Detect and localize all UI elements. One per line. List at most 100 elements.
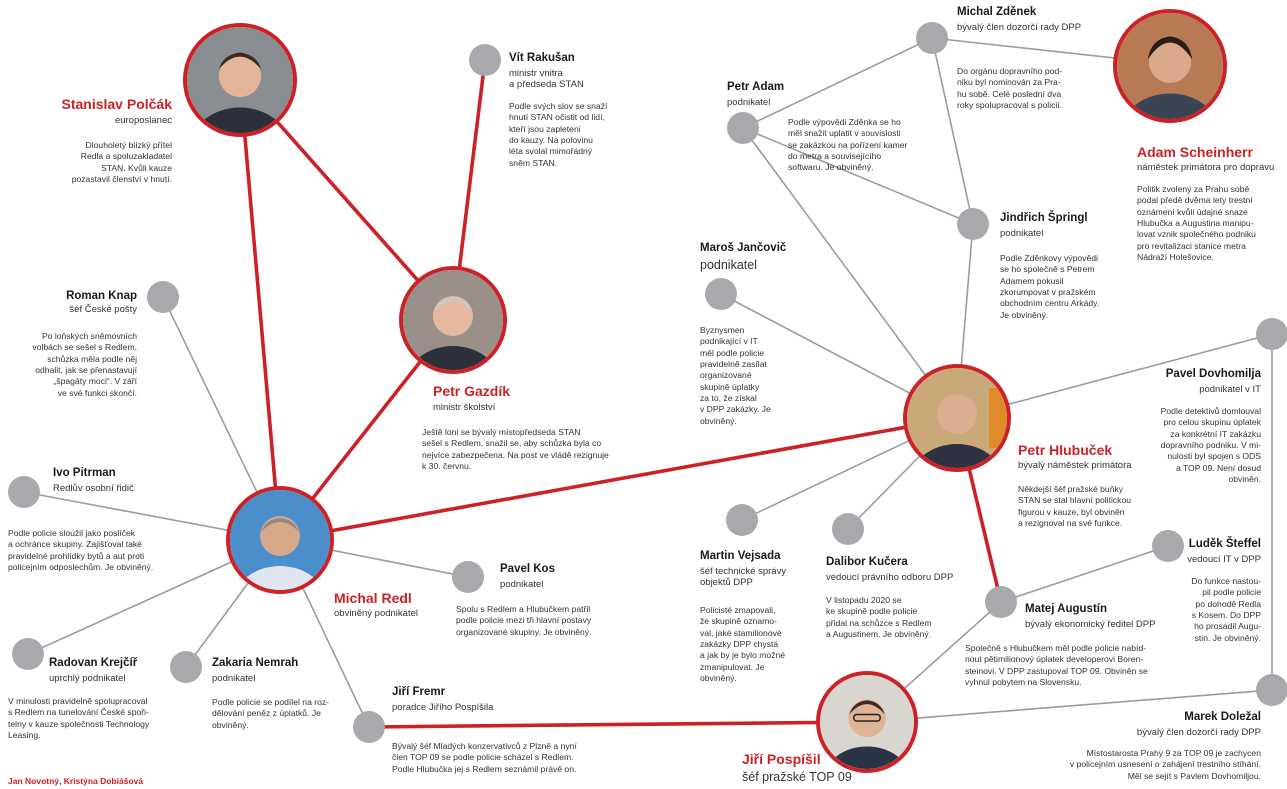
role-steffel: vedoucí IT v DPP [1187, 554, 1261, 565]
desc-scheinherr: Politik zvolený za Prahu sobě podal před… [1137, 184, 1256, 263]
name-jancovic: Maroš Jančovič [700, 242, 787, 254]
role-redl: obviněný podnikatel [334, 608, 418, 619]
name-zdenek: Michal Zděnek [957, 6, 1037, 18]
desc-pitrman: Podle policie sloužil jako poslíček a oc… [8, 528, 154, 573]
name-kos: Pavel Kos [500, 563, 555, 575]
name-springl: Jindřich Špringl [1000, 212, 1088, 224]
edge-hlubucek-adam [742, 127, 958, 419]
name-knap: Roman Knap [66, 290, 137, 302]
node-dovhomilja [1256, 318, 1287, 350]
person-portrait-icon [403, 270, 503, 370]
role-kos: podnikatel [500, 579, 544, 590]
role-dolezal: bývalý člen dozorčí rady DPP [1136, 727, 1261, 738]
node-adam [727, 112, 759, 144]
node-jancovic [705, 278, 737, 310]
node-vejsada [726, 504, 758, 536]
desc-polcak: Dlouholetý blízký přítel Redla a spoluza… [71, 140, 172, 185]
name-augustin: Matej Augustín [1025, 603, 1107, 615]
name-polcak: Stanislav Polčák [61, 96, 172, 112]
role-nemrah: podnikatel [212, 673, 256, 684]
photo-pospisil [816, 671, 918, 773]
name-pitrman: Ivo Pitrman [53, 467, 116, 479]
edge-redl-hlubucek [279, 416, 958, 542]
name-scheinherr: Adam Scheinherr [1137, 144, 1253, 160]
role-pitrman: Redlův osobní řidič [53, 483, 134, 494]
desc-krejcir: V minulosti pravidelně spolupracoval s R… [8, 696, 150, 741]
name-hlubucek: Petr Hlubuček [1018, 442, 1113, 458]
desc-steffel: Do funkce nastou- pil podle policie po d… [1191, 576, 1261, 643]
desc-rakusan: Podle svých slov se snaží hnutí STAN oči… [509, 101, 608, 168]
desc-dolezal: Místostarosta Prahy 9 za TOP 09 je zachy… [1069, 748, 1261, 781]
node-pitrman [8, 476, 40, 508]
node-kos [452, 561, 484, 593]
name-rakusan: Vít Rakušan [509, 52, 575, 64]
desc-kos: Spolu s Redlem a Hlubučkem patřil podle … [456, 604, 592, 637]
role-gazdik: ministr školství [433, 402, 496, 413]
role-augustin: bývalý ekonomický ředitel DPP [1025, 619, 1156, 630]
desc-hlubucek: Někdejší šéf pražské buňky STAN se stal … [1018, 484, 1132, 529]
role-fremr: poradce Jiřího Pospíšila [392, 702, 494, 713]
desc-jancovic: Byznysmen podnikající v IT měl podle pol… [700, 325, 771, 426]
desc-vejsada: Policisté zmapovali, že skupině oznamo- … [700, 605, 786, 684]
edge-springl-adam [742, 127, 974, 225]
role-scheinherr: náměstek primátora pro dopravu [1137, 162, 1275, 173]
node-kucera [832, 513, 864, 545]
desc-knap: Po loňských sněmovních volbách se sešel … [32, 331, 137, 398]
photo-gazdik [399, 266, 507, 374]
name-adam: Petr Adam [727, 81, 785, 93]
role-adam: podnikatel [727, 97, 771, 108]
name-pospisil: Jiří Pospíšil [742, 751, 821, 767]
name-krejcir: Radovan Krejčíř [49, 657, 138, 669]
name-dovhomilja: Pavel Dovhomilja [1165, 368, 1261, 380]
node-knap [147, 281, 179, 313]
role-springl: podnikatel [1000, 228, 1044, 239]
role-vejsada: šéf technické správy objektů DPP [700, 566, 787, 589]
edge-pospisil-dolezal [866, 689, 1273, 723]
edge-redl-polcak [238, 79, 282, 541]
node-augustin [985, 586, 1017, 618]
name-dolezal: Marek Doležal [1184, 711, 1261, 723]
name-kucera: Dalibor Kučera [826, 556, 908, 568]
name-steffel: Luděk Šteffel [1188, 538, 1261, 550]
desc-zdenek: Do orgánu dopravního pod- niku byl nomin… [957, 66, 1063, 111]
name-gazdik: Petr Gazdík [433, 383, 511, 399]
node-rakusan [469, 44, 501, 76]
role-krejcir: uprchlý podnikatel [49, 673, 126, 684]
node-dolezal [1256, 674, 1287, 706]
desc-dovhomilja: Podle detektivů domlouval pro celou skup… [1160, 406, 1261, 485]
edge-hlubucek-dovhomilja [956, 333, 1273, 419]
name-vejsada: Martin Vejsada [700, 550, 781, 562]
authors-credit: Jan Novotný, Kristýna Dobiášová [8, 776, 144, 786]
node-steffel [1152, 530, 1184, 562]
name-fremr: Jiří Fremr [392, 686, 446, 698]
photo-redl [226, 486, 334, 594]
person-portrait-icon [187, 27, 293, 133]
edge-augustin-steffel [1000, 545, 1169, 603]
role-rakusan: ministr vnitra a předseda STAN [509, 68, 584, 91]
person-portrait-icon [820, 675, 914, 769]
photo-scheinherr [1113, 9, 1227, 123]
name-nemrah: Zakaria Nemrah [212, 657, 299, 669]
node-fremr [353, 711, 385, 743]
edge-adam-zdenek [742, 37, 933, 129]
role-pospisil: šéf pražské TOP 09 [742, 770, 852, 784]
role-zdenek: bývalý člen dozorčí rady DPP [957, 22, 1082, 33]
node-springl [957, 208, 989, 240]
role-knap: šéf České pošty [69, 304, 137, 315]
photo-hlubucek [903, 364, 1011, 472]
role-kucera: vedoucí právního odboru DPP [826, 572, 954, 583]
person-portrait-icon [230, 490, 330, 590]
role-dovhomilja: podnikatel v IT [1199, 384, 1261, 395]
edge-zdenek-springl [931, 37, 974, 225]
name-redl: Michal Redl [334, 590, 412, 606]
person-portrait-icon [1117, 13, 1223, 119]
desc-augustin: Společně s Hlubučkem měl podle policie n… [965, 643, 1148, 688]
desc-nemrah: Podle policie se podílel na roz- dělován… [212, 697, 330, 730]
role-jancovic: podnikatel [700, 258, 757, 272]
node-krejcir [12, 638, 44, 670]
desc-gazdik: Ještě loni se bývalý místopředseda STAN … [422, 427, 609, 472]
role-hlubucek: bývalý náměstek primátora [1018, 460, 1132, 471]
photo-polcak [183, 23, 297, 137]
desc-fremr: Bývalý šéf Mladých konzervativců z Plzně… [392, 741, 577, 774]
node-zdenek [916, 22, 948, 54]
